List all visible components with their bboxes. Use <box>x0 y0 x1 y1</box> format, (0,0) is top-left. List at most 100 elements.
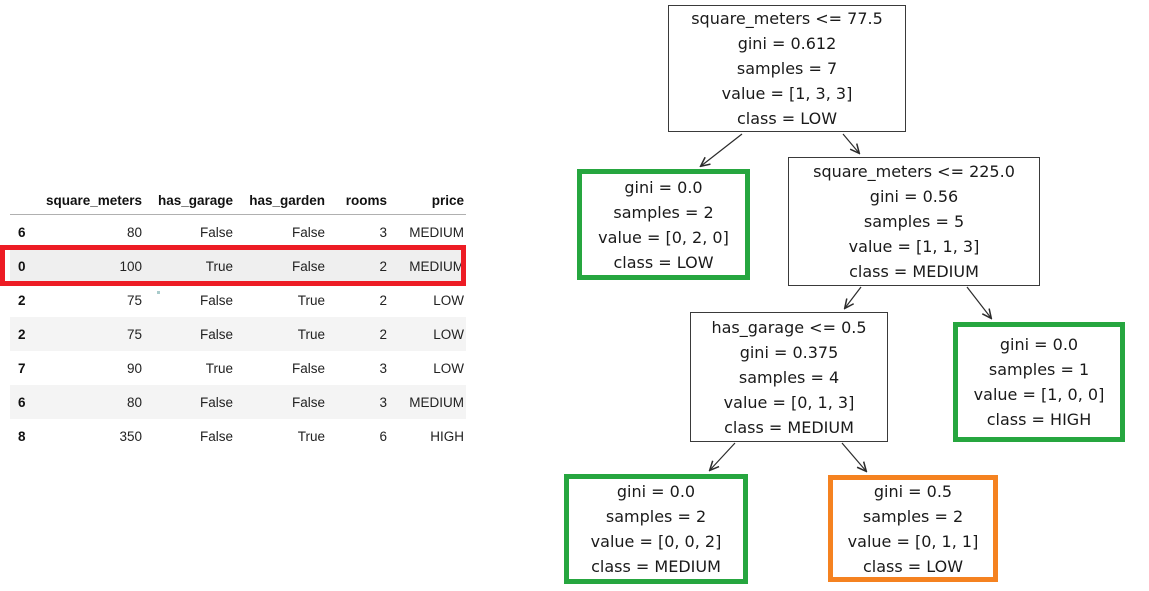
table-cell: MEDIUM <box>409 394 464 410</box>
column-header: price <box>431 192 464 208</box>
node-line: gini = 0.0 <box>624 177 703 197</box>
node-line: samples = 2 <box>862 506 964 526</box>
edge-hasgarage-to-leaf-low-right <box>841 442 866 471</box>
table-cell: 3 <box>379 224 387 240</box>
table-cell: 6 <box>379 428 387 444</box>
column-header: square_meters <box>45 192 142 208</box>
node-line: value = [0, 1, 3] <box>723 392 855 412</box>
column-header: has_garage <box>157 192 233 208</box>
table-cell: False <box>199 224 233 240</box>
node-line: value = [0, 0, 2] <box>590 532 722 551</box>
table-cell: False <box>291 224 325 240</box>
row-index: 6 <box>18 224 26 240</box>
node-line: class = MEDIUM <box>724 417 854 437</box>
table-cell: False <box>199 428 233 444</box>
edge-sqm225-to-split-has-garage <box>845 286 862 308</box>
table-cell: False <box>199 326 233 342</box>
node-line: samples = 4 <box>738 367 840 387</box>
tree-node-sqm-225: square_meters <= 225.0 gini = 0.56 sampl… <box>788 157 1040 286</box>
tree-leaf-low-left: gini = 0.0 samples = 2 value = [0, 2, 0]… <box>577 169 750 280</box>
edge-root-to-leaf-low-left <box>701 133 743 166</box>
table-cell: 350 <box>119 428 142 444</box>
tree-leaf-low-right: gini = 0.5 samples = 2 value = [0, 1, 1]… <box>828 475 998 582</box>
node-line: samples = 1 <box>988 360 1090 379</box>
table-cell: LOW <box>433 292 464 308</box>
table-cell: MEDIUM <box>409 258 464 274</box>
table-cell: 80 <box>126 394 142 410</box>
table-cell: True <box>205 258 233 274</box>
node-line: class = MEDIUM <box>591 557 721 576</box>
row-index: 6 <box>18 394 26 410</box>
table-cell: LOW <box>433 326 464 342</box>
table-row: 2 75 False True 2 LOW <box>10 283 466 317</box>
node-line: class = HIGH <box>986 410 1092 429</box>
table-row: 8 350 False True 6 HIGH <box>10 419 466 453</box>
table-cell: 2 <box>379 326 387 342</box>
table-cell: 75 <box>126 326 142 342</box>
column-header: rooms <box>345 192 387 208</box>
row-index: 0 <box>18 258 26 274</box>
node-line: value = [0, 2, 0] <box>598 227 729 247</box>
row-index: 2 <box>18 292 26 308</box>
column-header: has_garden <box>249 192 325 208</box>
edge-root-to-split-sqm-225 <box>842 133 859 153</box>
row-index: 7 <box>18 360 26 376</box>
row-index: 2 <box>18 326 26 342</box>
table-cell: False <box>291 360 325 376</box>
node-line: square_meters <= 77.5 <box>691 9 883 28</box>
row-index: 8 <box>18 428 26 444</box>
table-cell: HIGH <box>430 428 464 444</box>
table-cell: True <box>297 326 325 342</box>
table-row-highlighted: 0 100 True False 2 MEDIUM <box>10 249 466 283</box>
tree-node-root: square_meters <= 77.5 gini = 0.612 sampl… <box>668 5 906 132</box>
node-line: value = [1, 1, 3] <box>848 237 980 256</box>
node-line: class = LOW <box>862 556 964 576</box>
table-cell: 75 <box>126 292 142 308</box>
tree-node-has-garage: has_garage <= 0.5 gini = 0.375 samples =… <box>690 312 888 442</box>
node-line: value = [1, 3, 3] <box>721 84 853 103</box>
node-line: samples = 2 <box>613 202 714 222</box>
node-line: gini = 0.375 <box>739 342 839 362</box>
table-cell: False <box>291 394 325 410</box>
table-row: 7 90 True False 3 LOW <box>10 351 466 385</box>
table-cell: False <box>291 258 325 274</box>
node-line: gini = 0.612 <box>737 34 837 53</box>
node-line: samples = 7 <box>736 59 838 78</box>
tree-leaf-high: gini = 0.0 samples = 1 value = [1, 0, 0]… <box>953 322 1125 442</box>
table-cell: 90 <box>126 360 142 376</box>
edge-hasgarage-to-leaf-medium <box>710 442 736 470</box>
table-cell: 2 <box>379 258 387 274</box>
table-cell: True <box>297 428 325 444</box>
table-cell: LOW <box>433 360 464 376</box>
node-line: has_garage <= 0.5 <box>711 317 867 337</box>
table-cell: True <box>297 292 325 308</box>
node-line: gini = 0.0 <box>999 335 1079 354</box>
table-cell: False <box>199 292 233 308</box>
table-cell: True <box>205 360 233 376</box>
table-header-row: square_meters has_garage has_garden room… <box>10 186 466 215</box>
node-line: gini = 0.0 <box>616 482 696 501</box>
table-row: 6 80 False False 3 MEDIUM <box>10 215 466 249</box>
table-cell: 3 <box>379 394 387 410</box>
node-line: gini = 0.56 <box>869 187 959 206</box>
node-line: value = [0, 1, 1] <box>847 531 979 551</box>
node-line: class = LOW <box>736 109 838 128</box>
stray-mark <box>157 291 160 294</box>
node-line: samples = 2 <box>605 507 707 526</box>
node-line: samples = 5 <box>863 212 965 231</box>
table-row: 6 80 False False 3 MEDIUM <box>10 385 466 419</box>
tree-leaf-medium: gini = 0.0 samples = 2 value = [0, 0, 2]… <box>564 474 748 584</box>
node-line: class = LOW <box>613 252 714 272</box>
table-cell: 3 <box>379 360 387 376</box>
table-row: 2 75 False True 2 LOW <box>10 317 466 351</box>
table-cell: MEDIUM <box>409 224 464 240</box>
table-cell: 2 <box>379 292 387 308</box>
node-line: class = MEDIUM <box>849 262 979 281</box>
dataframe-table: square_meters has_garage has_garden room… <box>10 186 466 453</box>
table-cell: 100 <box>119 258 142 274</box>
table-cell: 80 <box>126 224 142 240</box>
node-line: gini = 0.5 <box>873 481 953 501</box>
table-cell: False <box>199 394 233 410</box>
node-line: value = [1, 0, 0] <box>973 385 1105 404</box>
edge-sqm225-to-leaf-high <box>966 286 991 318</box>
